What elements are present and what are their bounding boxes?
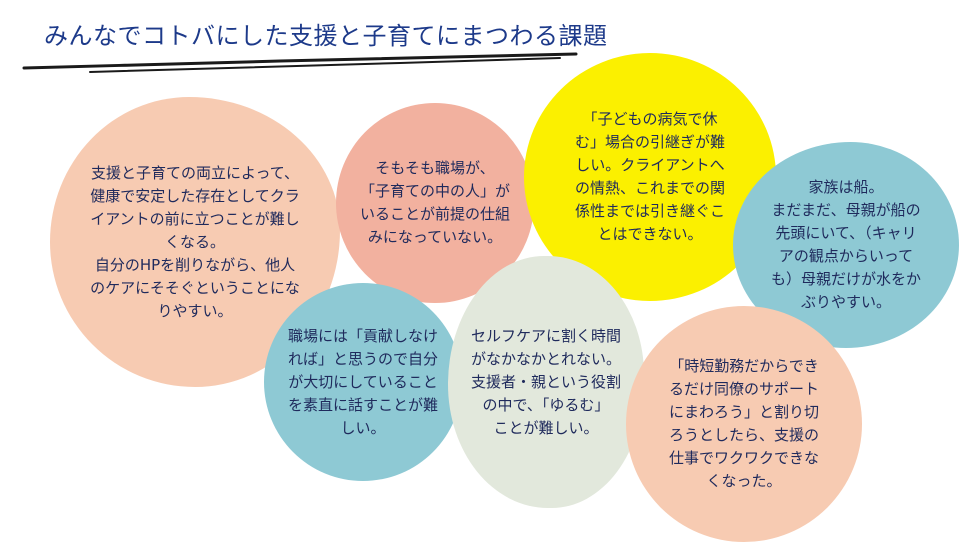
bubble-shorter-hours: 「時短勤務だからでき るだけ同僚のサポート にまわろう」と割り切 ろうとしたら、… (626, 306, 862, 542)
bubble-workplace-contribution: 職場には「貢献しなけ れば」と思うので自分 が大切にしていること を素直に話すこ… (264, 283, 462, 481)
bubble-text: 「時短勤務だからでき るだけ同僚のサポート にまわろう」と割り切 ろうとしたら、… (668, 357, 819, 490)
bubble-text: 家族は船。 まだまだ、母親が船の 先頭にいて、（キャリ アの観点からいって も）… (770, 178, 921, 311)
bubble-text: そもそも職場が、 「子育ての中の人」が いることが前提の仕組 みになっていない。 (359, 159, 510, 246)
bubble-self-care: セルフケアに割く時間 がなかなかとれない。 支援者・親という役割 の中で、「ゆる… (448, 256, 644, 508)
page-title: みんなでコトバにした支援と子育てにまつわる課題 (44, 22, 608, 50)
bubble-balance-health: 支援と子育ての両立によって、 健康で安定した存在としてクラ イアントの前に立つこ… (50, 97, 340, 387)
bubble-text: 支援と子育ての両立によって、 健康で安定した存在としてクラ イアントの前に立つこ… (90, 163, 300, 320)
bubble-text: 職場には「貢献しなけ れば」と思うので自分 が大切にしていること を素直に話すこ… (287, 326, 438, 437)
title-underline-stroke (22, 52, 578, 73)
bubble-text: セルフケアに割く時間 がなかなかとれない。 支援者・親という役割 の中で、「ゆる… (470, 326, 621, 437)
bubble-text: 「子どもの病気で休 む」場合の引継ぎが難 しい。クライアントへ の情熱、これまで… (574, 110, 725, 243)
